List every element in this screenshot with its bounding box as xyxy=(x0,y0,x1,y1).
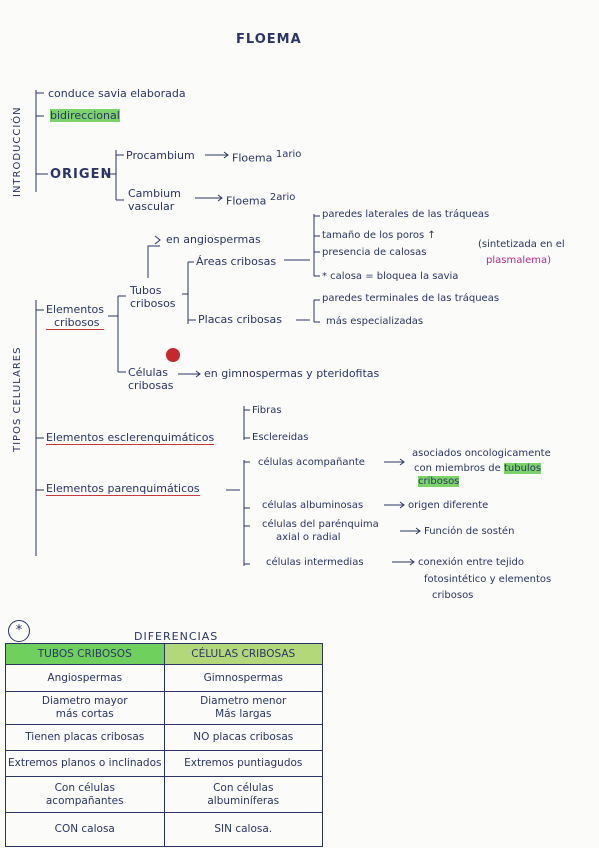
side-label-tipos: TIPOS CELULARES xyxy=(12,346,23,452)
table-row: TUBOS CRIBOSOS CÉLULAS CRIBOSAS xyxy=(5,643,323,665)
table-cell: Extremos planos o inclinados xyxy=(5,750,165,777)
intro-procambium: Procambium xyxy=(126,149,195,162)
intro-bidireccional: bidireccional xyxy=(50,109,120,122)
celulas-intermedias: células intermedias xyxy=(266,557,364,568)
areas-item: * calosa = bloquea la savia xyxy=(322,271,459,282)
elementos-esclerenquimaticos: Elementos esclerenquimáticos xyxy=(46,431,215,445)
intro-origen: ORIGEN xyxy=(50,167,113,182)
celulas-albuminosas: células albuminosas xyxy=(262,500,364,511)
asterisk-mark: * xyxy=(8,620,30,642)
table-cell: Tienen placas cribosas xyxy=(5,724,165,751)
areas-cribosas: Áreas cribosas xyxy=(196,255,277,268)
acomp-desc-1: asociados oncologicamente xyxy=(412,448,551,459)
celulas-gimnospermas: en gimnospermas y pteridofitas xyxy=(204,367,380,380)
intro-floema2: Floema 2ario xyxy=(226,192,296,208)
areas-item: tamaño de los poros ↑ xyxy=(322,230,436,241)
fibras: Fibras xyxy=(252,405,282,416)
areas-item: presencia de calosas xyxy=(322,247,427,258)
inter-desc-2: fotosintético y elementos xyxy=(424,574,552,585)
page-title: FLOEMA xyxy=(236,32,302,47)
table-row: CON calosa SIN calosa. xyxy=(5,812,323,847)
acomp-desc-2: con miembros de tubulos xyxy=(414,463,542,474)
red-dot-mark xyxy=(166,348,180,362)
table-subheader: Angiospermas xyxy=(5,664,165,692)
side-label-intro: INTRODUCCIÓN xyxy=(12,106,23,197)
intro-conduce: conduce savia elaborada xyxy=(48,87,186,100)
table-cell: SIN calosa. xyxy=(163,812,323,847)
diferencias-title: DIFERENCIAS xyxy=(134,630,219,643)
acomp-desc-3: cribosos xyxy=(418,476,460,487)
sintetizada-note: (sintetizada en el xyxy=(478,239,565,250)
axial-desc: Función de sostén xyxy=(424,526,515,537)
elementos-parenquimaticos: Elementos parenquimáticos xyxy=(46,482,200,496)
plasmalema-note: plasmalema) xyxy=(486,255,552,266)
esclereidas: Esclereidas xyxy=(252,432,309,443)
table-row: Tienen placas cribosas NO placas cribosa… xyxy=(5,724,323,751)
albu-desc: origen diferente xyxy=(408,500,489,511)
placas-cribosas: Placas cribosas xyxy=(198,313,282,326)
table-cell: NO placas cribosas xyxy=(163,724,323,751)
areas-item: paredes laterales de las tráqueas xyxy=(322,209,490,220)
table-cell: Extremos puntiagudos xyxy=(163,750,323,777)
placas-item: más especializadas xyxy=(326,316,424,327)
table-header: CÉLULAS CRIBOSAS xyxy=(163,643,323,665)
celulas-acompanante: células acompañante xyxy=(258,457,365,468)
table-subheader: Gimnospermas xyxy=(163,664,323,692)
placas-item: paredes terminales de las tráqueas xyxy=(322,293,500,304)
inter-desc-3: cribosos xyxy=(432,590,474,601)
tubos-angiospermas: en angiospermas xyxy=(166,233,261,246)
intro-floema1: Floema 1ario xyxy=(232,149,302,165)
table-row: Extremos planos o inclinados Extremos pu… xyxy=(5,750,323,777)
table-row: Angiospermas Gimnospermas xyxy=(5,664,323,692)
inter-desc-1: conexión entre tejido xyxy=(418,557,524,568)
diferencias-table: TUBOS CRIBOSOS CÉLULAS CRIBOSAS Angiospe… xyxy=(5,643,323,847)
table-header: TUBOS CRIBOSOS xyxy=(5,643,165,665)
table-cell: CON calosa xyxy=(5,812,165,847)
